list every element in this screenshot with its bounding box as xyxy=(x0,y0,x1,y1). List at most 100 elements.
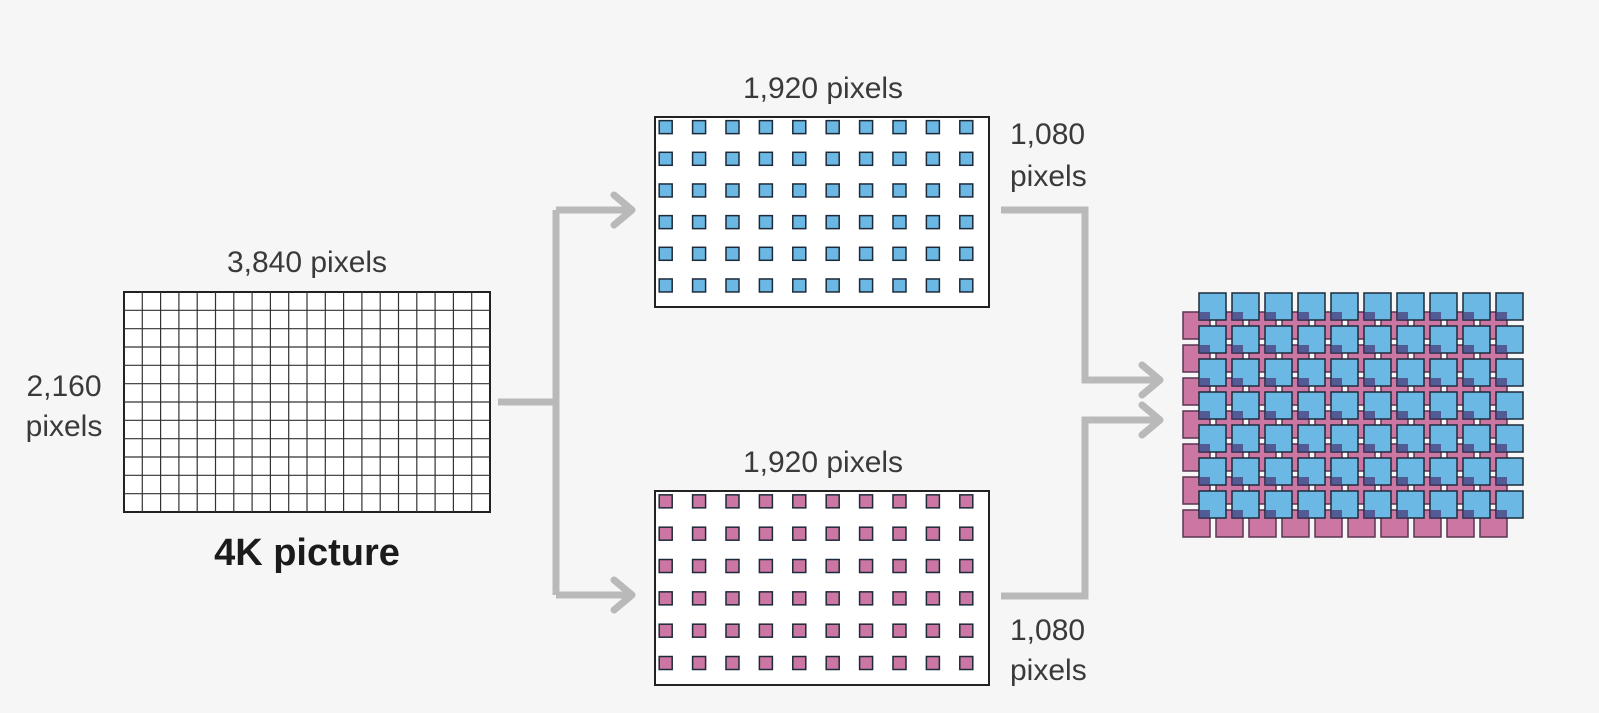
bottom-panel-pixel xyxy=(959,526,974,541)
top-panel-pixel xyxy=(959,151,974,167)
bottom-panel-pixel xyxy=(691,623,707,638)
top-panel-pixel xyxy=(658,246,673,262)
top-panel-pixel xyxy=(892,119,907,135)
split-to-bottom-arrowhead xyxy=(610,576,636,614)
top-panel-pixel xyxy=(858,246,874,262)
combined-overlap-region xyxy=(1496,444,1507,452)
top-panel-pixel xyxy=(925,214,941,230)
top-panel-pixel xyxy=(959,214,974,230)
source-caption: 4K picture xyxy=(214,532,400,574)
combined-overlap-region xyxy=(1463,510,1474,518)
combined-overlap-region xyxy=(1397,411,1408,419)
combined-overlap-region xyxy=(1364,312,1375,320)
combined-overlap-region xyxy=(1265,345,1276,353)
bottom-panel-pixel xyxy=(925,526,941,541)
source-height-label-line2: pixels xyxy=(26,410,103,443)
top-panel-pixel xyxy=(925,246,941,262)
bottom-panel-pixel xyxy=(792,655,807,671)
bottom-panel-pixel xyxy=(691,526,707,541)
top-panel-pixel xyxy=(959,119,974,135)
bottom-panel-pixel xyxy=(825,655,840,671)
combined-overlap-region xyxy=(1364,345,1375,353)
bottom-panel-pixel xyxy=(925,655,941,671)
top-panel-pixel xyxy=(658,151,673,167)
combined-overlap-region xyxy=(1298,345,1309,353)
bottom-panel-pixel xyxy=(892,655,907,671)
combined-overlap-region xyxy=(1397,510,1408,518)
combined-overlay-grid xyxy=(1182,292,1524,538)
source-width-label: 3,840 pixels xyxy=(227,246,387,279)
combined-overlap-region xyxy=(1199,411,1210,419)
combined-overlap-region xyxy=(1463,477,1474,485)
combined-overlap-region xyxy=(1199,510,1210,518)
top-panel-pixel xyxy=(892,214,907,230)
top-panel-pixel xyxy=(691,119,707,135)
top-width-label: 1,920 pixels xyxy=(743,72,903,105)
bottom-panel-pixel xyxy=(758,623,774,638)
top-panel-pixel xyxy=(691,214,707,230)
top-panel-pixel xyxy=(858,183,874,198)
combined-overlap-region xyxy=(1496,378,1507,386)
top-panel-pixel xyxy=(858,151,874,167)
combined-overlap-region xyxy=(1298,477,1309,485)
top-height-label-line1: 1,080 xyxy=(1010,118,1085,151)
top-panel-pixel xyxy=(858,119,874,135)
top-panel-pixel xyxy=(758,119,774,135)
bottom-panel-pixel xyxy=(725,526,740,541)
top-panel-pixel xyxy=(691,151,707,167)
combined-blue-pixel xyxy=(1495,292,1524,321)
combined-overlap-region xyxy=(1298,444,1309,452)
combined-overlap-region xyxy=(1331,345,1342,353)
bottom-panel-pixel xyxy=(691,494,707,509)
bottom-panel-pixel xyxy=(858,494,874,509)
combined-overlap-region xyxy=(1496,345,1507,353)
combined-overlap-region xyxy=(1331,444,1342,452)
top-panel-pixel xyxy=(792,183,807,198)
combined-overlap-region xyxy=(1430,312,1441,320)
combined-overlap-region xyxy=(1430,510,1441,518)
combined-overlap-region xyxy=(1265,477,1276,485)
combined-overlap-region xyxy=(1298,312,1309,320)
top-panel-pixel xyxy=(825,119,840,135)
combined-overlap-region xyxy=(1199,477,1210,485)
top-panel-pixel xyxy=(658,183,673,198)
top-panel-pixel xyxy=(758,183,774,198)
combined-overlap-region xyxy=(1430,477,1441,485)
combined-overlap-region xyxy=(1331,312,1342,320)
combined-overlap-region xyxy=(1397,378,1408,386)
combined-overlap-region xyxy=(1199,378,1210,386)
top-panel-pixel xyxy=(959,246,974,262)
bottom-panel-pixel xyxy=(658,591,673,606)
bottom-panel-pixel xyxy=(858,591,874,606)
bottom-panel-pixel xyxy=(658,558,673,574)
top-panel-pixel xyxy=(858,214,874,230)
combined-blue-pixel xyxy=(1495,490,1524,519)
top-panel-pixel xyxy=(758,246,774,262)
combined-overlap-region xyxy=(1397,312,1408,320)
combined-overlap-region xyxy=(1496,312,1507,320)
top-to-combined-arrowhead xyxy=(1138,361,1164,399)
bottom-panel-pixel xyxy=(825,494,840,509)
bottom-panel-pixel xyxy=(858,558,874,574)
top-subsampled-panel xyxy=(654,116,990,308)
combined-overlap-region xyxy=(1199,312,1210,320)
bottom-panel-pixel xyxy=(725,655,740,671)
combined-overlap-region xyxy=(1364,477,1375,485)
combined-overlap-region xyxy=(1298,378,1309,386)
bottom-panel-pixel xyxy=(925,623,941,638)
bottom-height-label-line2: pixels xyxy=(1010,654,1087,687)
bottom-panel-pixel xyxy=(959,591,974,606)
combined-overlap-region xyxy=(1364,510,1375,518)
combined-overlap-region xyxy=(1364,411,1375,419)
combined-overlap-region xyxy=(1265,411,1276,419)
split-to-top-arrowhead xyxy=(610,191,636,229)
top-panel-pixel xyxy=(725,278,740,293)
combined-overlap-region xyxy=(1430,378,1441,386)
combined-overlap-region xyxy=(1463,312,1474,320)
combined-overlap-region xyxy=(1496,510,1507,518)
top-panel-pixel xyxy=(925,119,941,135)
top-panel-pixel xyxy=(792,278,807,293)
bottom-to-combined-arrow xyxy=(1001,416,1158,600)
source-height-label-line1: 2,160 xyxy=(26,370,101,403)
